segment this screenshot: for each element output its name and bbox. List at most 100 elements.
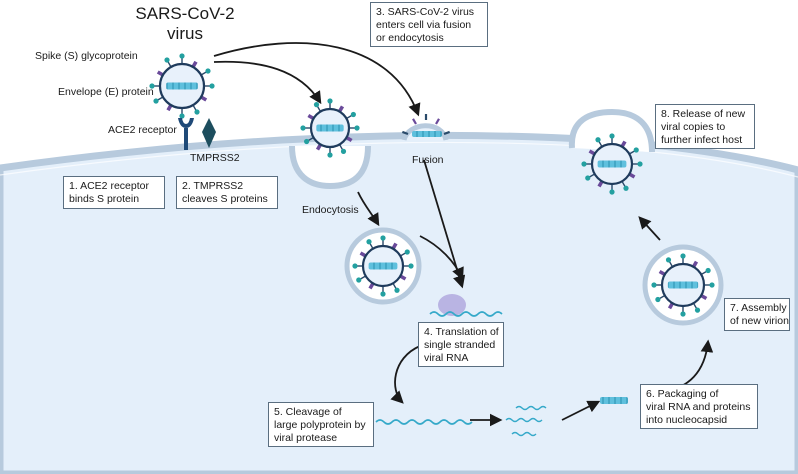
release-pocket — [568, 108, 655, 153]
spike-head — [300, 125, 306, 131]
spike-head — [394, 287, 400, 293]
spike-head — [655, 296, 661, 303]
spike-head — [581, 161, 587, 167]
step-text: 6. Packaging of — [646, 388, 719, 400]
fusion-spike — [443, 130, 451, 136]
spike-head — [356, 277, 362, 283]
spike-head — [609, 133, 615, 139]
viral-rna — [597, 160, 627, 168]
spike-head — [709, 282, 715, 288]
spike-head — [352, 263, 358, 269]
spike-head — [149, 83, 155, 89]
step-8-box: 8. Release of new viral copies to furthe… — [655, 104, 755, 149]
tmprss2-label: TMPRSS2 — [190, 152, 240, 164]
virus-icon — [581, 133, 643, 195]
spike-head — [340, 148, 347, 154]
spike-head — [609, 189, 615, 195]
polyprotein-strand — [375, 419, 473, 425]
fusion-spike — [401, 130, 409, 136]
spike-head — [327, 152, 333, 158]
step-text: 5. Cleavage of — [274, 406, 342, 418]
spike-head — [380, 235, 386, 241]
step-text: viral protease — [274, 432, 338, 444]
virus-icon — [149, 53, 215, 119]
spike-head — [595, 137, 601, 143]
step-text: 4. Translation of — [424, 326, 499, 338]
spike-head — [179, 53, 185, 59]
viral-rna — [368, 262, 398, 270]
spike-head — [637, 161, 643, 167]
step-2-box: 2. TMPRSS2 cleaves S proteins — [176, 176, 278, 209]
spike-head — [633, 147, 639, 153]
fusion-label: Fusion — [412, 154, 444, 166]
step-text: single stranded — [424, 339, 496, 351]
spike-head — [153, 98, 159, 104]
spike-label: Spike (S) glycoprotein — [35, 50, 138, 62]
spike-head — [179, 113, 185, 119]
spike-head — [585, 175, 591, 181]
step-text: 3. SARS-CoV-2 virus — [376, 6, 475, 18]
fusion-spike — [435, 118, 440, 125]
ace2-label: ACE2 receptor — [108, 124, 177, 136]
viral-rna — [166, 82, 198, 90]
step-7-box: 7. Assembly of new virion — [724, 298, 790, 331]
spike-head — [366, 239, 372, 245]
spike-head — [313, 102, 320, 108]
spike-head — [665, 257, 672, 263]
envelope-label: Envelope (E) protein — [58, 86, 154, 98]
spike-head — [651, 282, 657, 288]
host-cell — [0, 131, 798, 474]
host-cell-membrane-inner — [0, 141, 798, 178]
virus-icon — [300, 98, 360, 158]
fusion-spike — [412, 118, 417, 125]
virus-icon — [352, 235, 414, 297]
nucleocapsid-icon — [600, 397, 628, 404]
endocytosis-label: Endocytosis — [302, 204, 359, 216]
spike-head — [164, 57, 170, 63]
title-line-2: virus — [167, 24, 203, 43]
step-text: large polyprotein by — [274, 419, 366, 431]
step-text: binds S protein — [69, 193, 140, 205]
step-text: 1. ACE2 receptor — [69, 180, 149, 192]
spike-head — [694, 307, 701, 313]
spike-head — [680, 253, 686, 259]
step-text: viral copies to — [661, 121, 726, 133]
step-text: enters cell via fusion — [376, 19, 472, 31]
spike-head — [194, 109, 200, 115]
step-text: 8. Release of new — [661, 108, 746, 120]
arrow-icon — [213, 42, 714, 427]
spike-head — [304, 138, 310, 145]
spike-head — [408, 263, 414, 269]
diagram-title: SARS-CoV-2 virus — [130, 4, 240, 44]
step-text: or endocytosis — [376, 32, 444, 44]
ace2-receptor-icon — [178, 118, 194, 150]
step-text: of new virion — [730, 315, 789, 327]
step-text: viral RNA — [424, 352, 469, 364]
spike-head — [705, 267, 711, 274]
virus-icon — [651, 253, 715, 317]
tmprss2-icon — [202, 118, 216, 148]
step-text: 2. TMPRSS2 — [182, 180, 244, 192]
step-6-box: 6. Packaging of viral RNA and proteins i… — [640, 384, 758, 429]
fusing-virus-icon — [401, 114, 451, 137]
step-5-box: 5. Cleavage of large polyprotein by vira… — [268, 402, 374, 447]
ribosome-icon — [438, 294, 466, 316]
spike-head — [205, 68, 211, 74]
spike-head — [380, 291, 386, 297]
spike-head — [327, 98, 333, 104]
step-4-box: 4. Translation of single stranded viral … — [418, 322, 504, 367]
cleaved-protein-fragments — [505, 405, 547, 437]
rna-strand-icon — [429, 311, 503, 317]
step-text: viral RNA and proteins — [646, 401, 751, 413]
spike-head — [680, 311, 686, 317]
step-1-box: 1. ACE2 receptor binds S protein — [63, 176, 165, 209]
endocytosis-pocket — [289, 145, 371, 190]
spike-head — [209, 83, 215, 89]
step-text: cleaves S proteins — [182, 193, 268, 205]
viral-rna — [316, 124, 344, 132]
spike-head — [354, 125, 360, 131]
step-3-box: 3. SARS-CoV-2 virus enters cell via fusi… — [370, 2, 488, 47]
step-text: 7. Assembly — [730, 302, 787, 314]
